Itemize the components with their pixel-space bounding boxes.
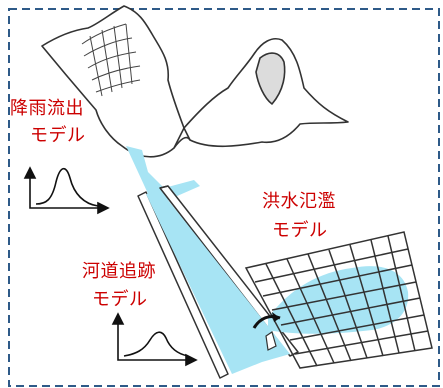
label-flood-inundation-line1: 洪水氾濫 xyxy=(262,191,336,212)
mountain-range xyxy=(41,5,349,158)
overflow-arrow-head xyxy=(272,312,280,322)
hydrograph-rainfall-curve xyxy=(35,167,99,207)
mountain-stream xyxy=(126,146,200,200)
hydrograph-routing-axes xyxy=(117,318,192,361)
hydrograph-rainfall-axes xyxy=(29,172,104,209)
flood-water xyxy=(268,266,409,334)
left-mountain xyxy=(41,5,185,158)
inundation-grid xyxy=(244,231,433,369)
hydrograph-rainfall xyxy=(23,166,110,215)
channel-left-wall xyxy=(137,191,229,379)
label-rainfall-runoff-line1: 降雨流出 xyxy=(10,98,84,119)
dashed-border xyxy=(8,8,440,387)
label-flood-inundation-line2: モデル xyxy=(272,220,328,241)
label-rainfall-runoff-line2: モデル xyxy=(30,125,86,146)
label-channel-routing-line2: モデル xyxy=(92,289,148,310)
hydrograph-routing-curve xyxy=(123,331,189,357)
river-channel xyxy=(137,185,299,379)
hydrograph-routing xyxy=(111,312,198,367)
right-mountain-peak-shade xyxy=(255,52,286,105)
grid-lines xyxy=(244,231,433,369)
label-channel-routing-line1: 河道追跡 xyxy=(82,261,156,282)
terrace-grid xyxy=(81,23,141,97)
